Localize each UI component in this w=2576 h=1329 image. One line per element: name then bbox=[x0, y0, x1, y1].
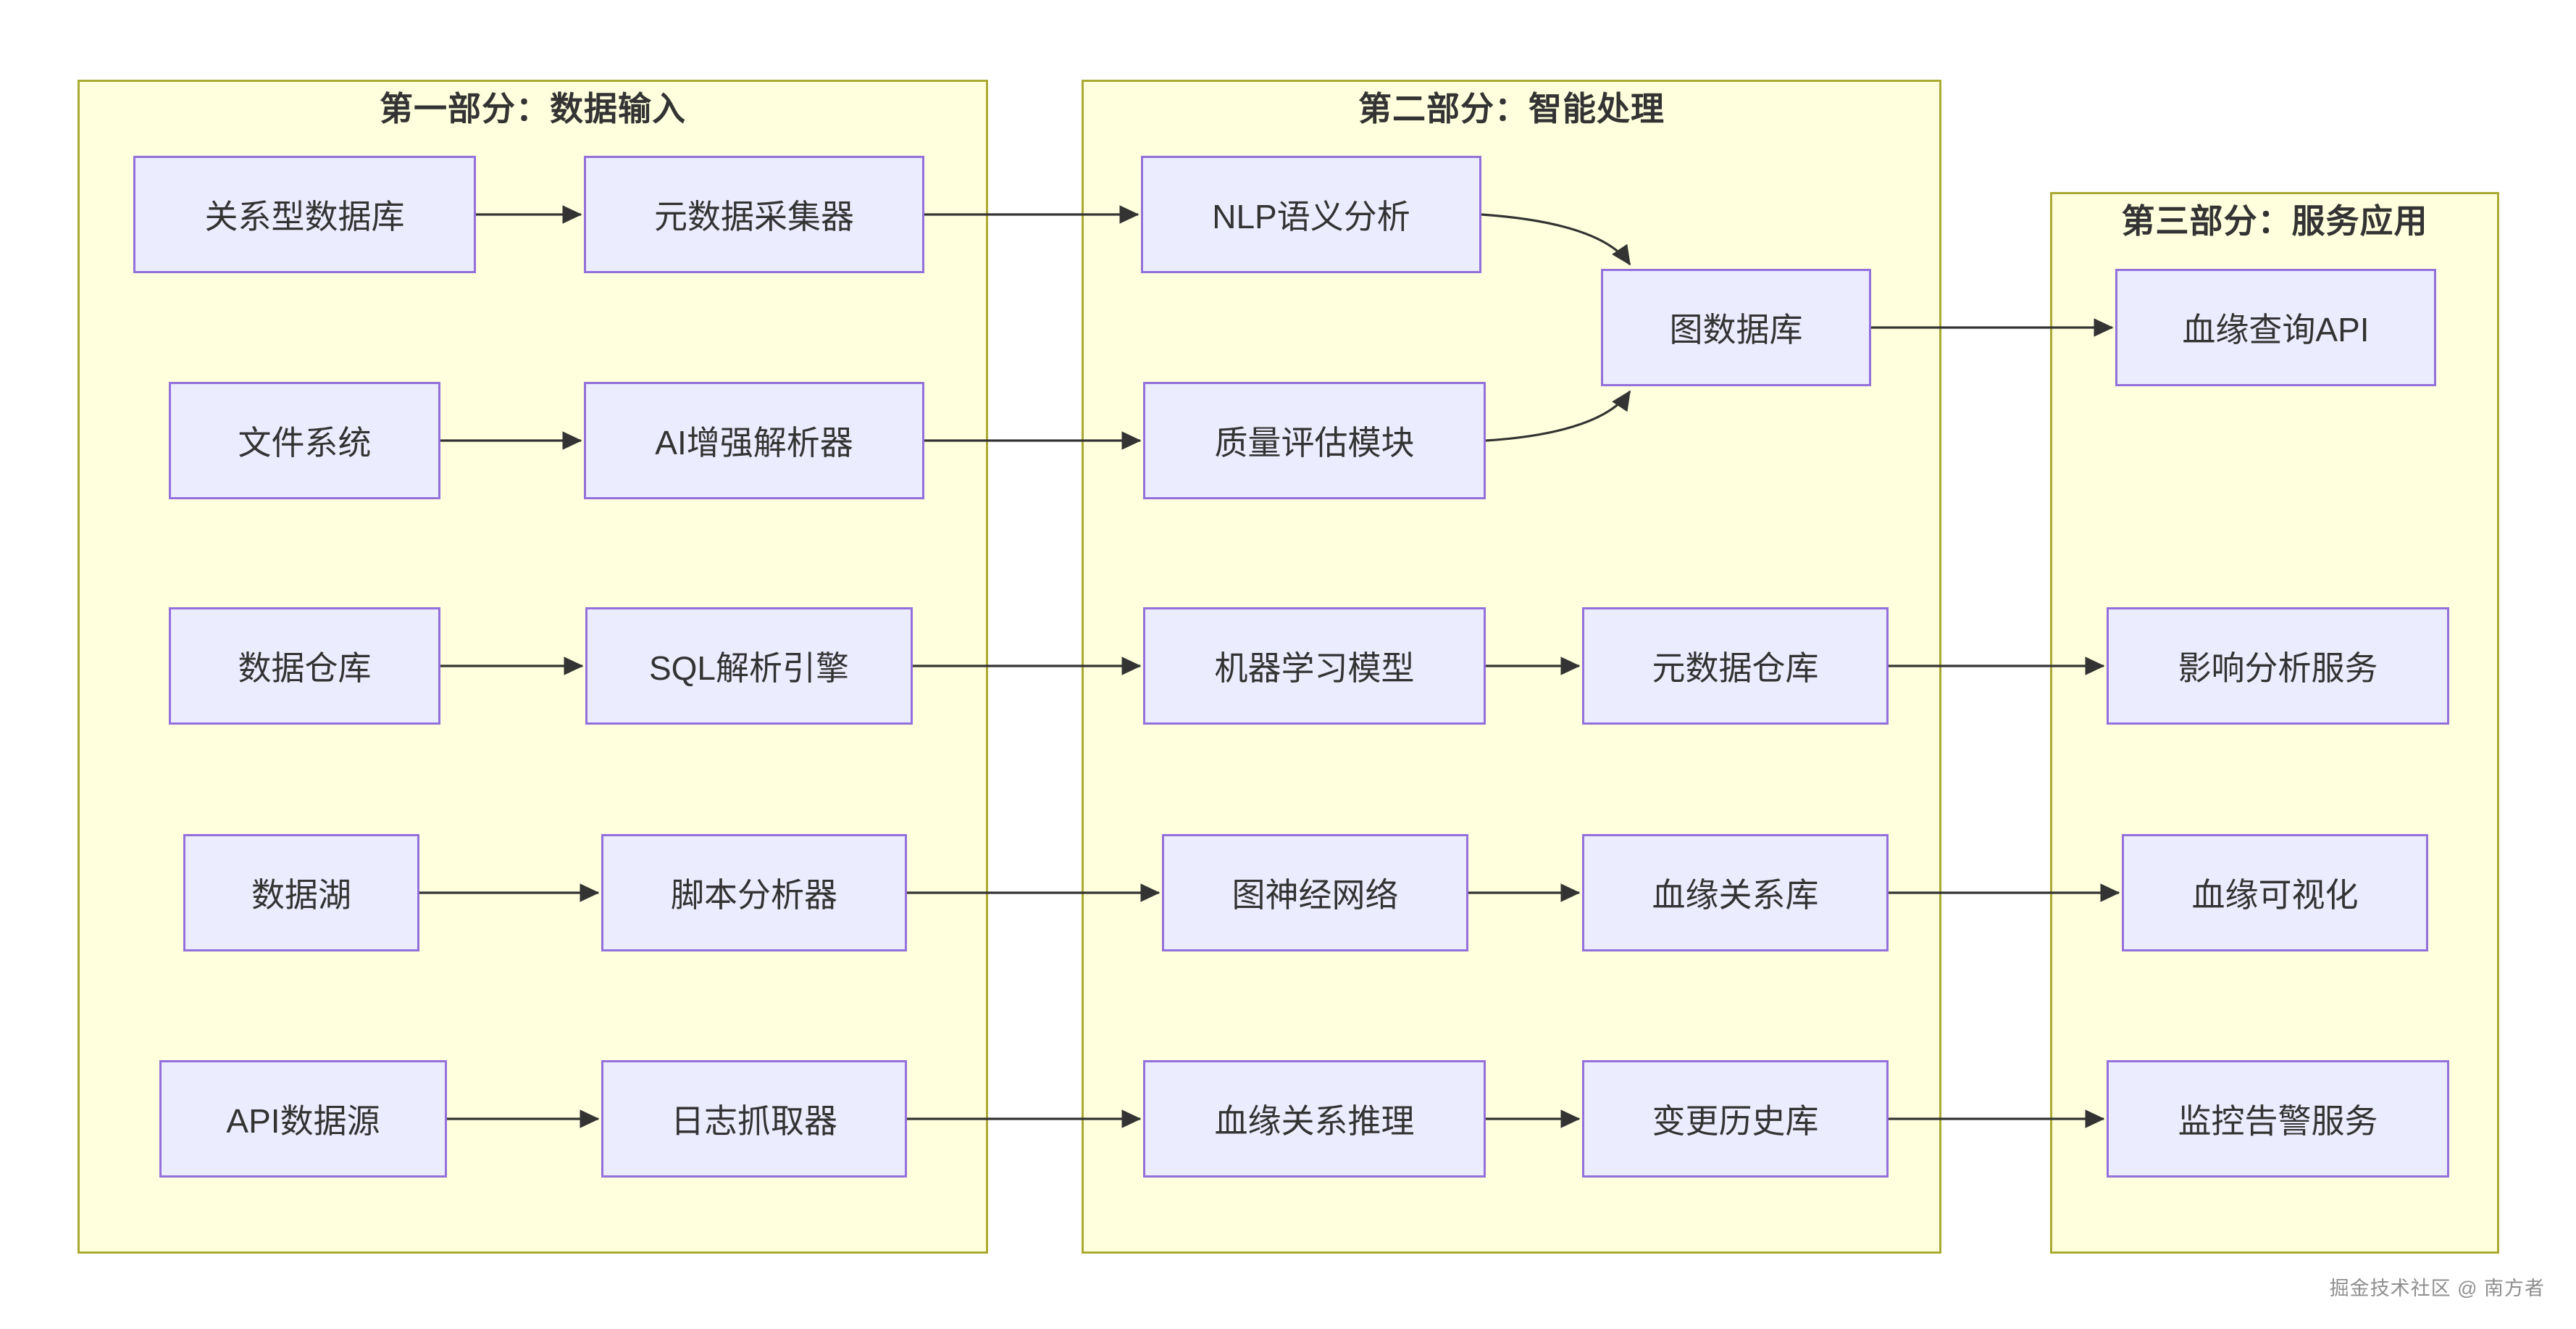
node-lineage_infer: 血缘关系推理 bbox=[1143, 1060, 1486, 1178]
node-label: 变更历史库 bbox=[1652, 1102, 1819, 1140]
node-label: 文件系统 bbox=[238, 424, 372, 462]
node-label: 血缘关系推理 bbox=[1214, 1102, 1415, 1140]
node-label: 数据湖 bbox=[251, 876, 351, 914]
node-label: 血缘关系库 bbox=[1652, 876, 1819, 914]
node-change_history: 变更历史库 bbox=[1582, 1060, 1889, 1178]
node-gnn: 图神经网络 bbox=[1162, 834, 1468, 951]
node-graph_db: 图数据库 bbox=[1601, 269, 1871, 386]
node-label: NLP语义分析 bbox=[1212, 198, 1410, 236]
node-label: 血缘查询API bbox=[2182, 311, 2370, 349]
node-meta_warehouse: 元数据仓库 bbox=[1582, 607, 1889, 725]
section-title-s3: 第三部分：服务应用 bbox=[2121, 202, 2428, 240]
node-data_warehouse: 数据仓库 bbox=[169, 607, 440, 725]
node-data_lake: 数据湖 bbox=[183, 834, 419, 951]
node-impact: 影响分析服务 bbox=[2107, 607, 2449, 725]
node-label: 影响分析服务 bbox=[2178, 649, 2378, 687]
node-label: 数据仓库 bbox=[238, 649, 372, 687]
node-viz: 血缘可视化 bbox=[2122, 834, 2428, 951]
node-file_system: 文件系统 bbox=[169, 382, 440, 499]
node-label: SQL解析引擎 bbox=[648, 649, 850, 687]
node-label: API数据源 bbox=[226, 1102, 380, 1140]
node-meta_collector: 元数据采集器 bbox=[584, 156, 924, 273]
node-sql_engine: SQL解析引擎 bbox=[585, 607, 913, 725]
node-quality: 质量评估模块 bbox=[1143, 382, 1486, 499]
node-label: 元数据采集器 bbox=[654, 198, 854, 236]
node-label: 机器学习模型 bbox=[1214, 649, 1415, 687]
node-lineage_store: 血缘关系库 bbox=[1582, 834, 1889, 951]
node-label: 监控告警服务 bbox=[2178, 1102, 2378, 1140]
node-monitor: 监控告警服务 bbox=[2107, 1060, 2449, 1178]
section-title-s2: 第二部分：智能处理 bbox=[1358, 90, 1665, 128]
node-label: 脚本分析器 bbox=[671, 876, 837, 914]
node-label: AI增强解析器 bbox=[655, 424, 853, 462]
node-label: 图数据库 bbox=[1669, 311, 1803, 349]
node-rel_db: 关系型数据库 bbox=[133, 156, 476, 273]
node-label: 元数据仓库 bbox=[1652, 649, 1819, 687]
node-label: 图神经网络 bbox=[1231, 876, 1399, 914]
node-query_api: 血缘查询API bbox=[2115, 269, 2436, 386]
watermark: 掘金技术社区 @ 南方者 bbox=[2329, 1278, 2545, 1299]
node-script_analyzer: 脚本分析器 bbox=[601, 834, 907, 951]
node-ml_model: 机器学习模型 bbox=[1143, 607, 1486, 725]
node-api_source: API数据源 bbox=[159, 1060, 447, 1178]
section-title-s1: 第一部分：数据输入 bbox=[380, 90, 686, 128]
node-log_grabber: 日志抓取器 bbox=[601, 1060, 907, 1178]
node-label: 关系型数据库 bbox=[204, 198, 405, 236]
node-label: 质量评估模块 bbox=[1214, 424, 1415, 462]
node-ai_parser: AI增强解析器 bbox=[584, 382, 924, 499]
node-label: 日志抓取器 bbox=[671, 1102, 837, 1140]
node-label: 血缘可视化 bbox=[2191, 876, 2359, 914]
node-nlp: NLP语义分析 bbox=[1141, 156, 1481, 273]
